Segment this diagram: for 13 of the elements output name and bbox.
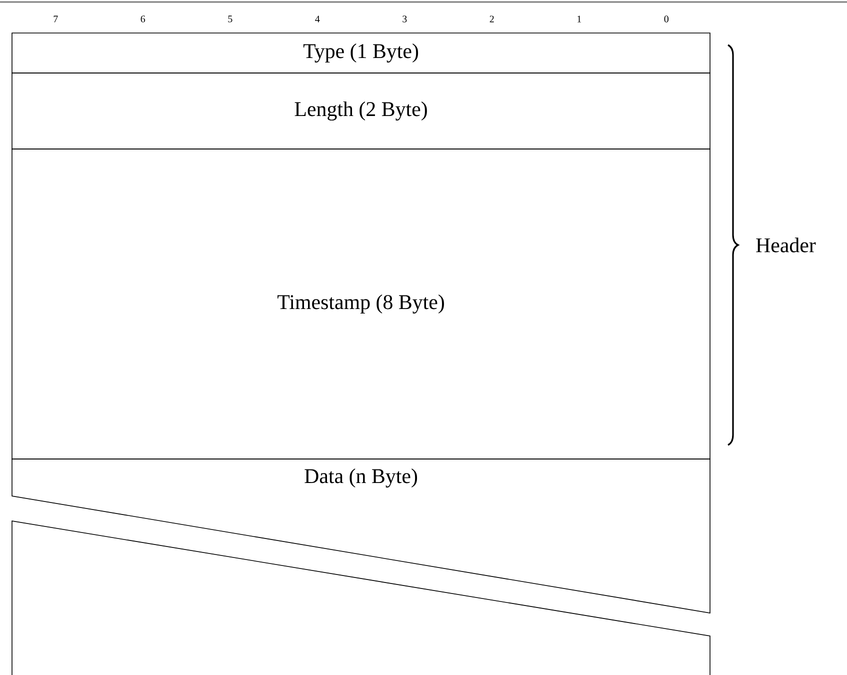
- brace-label: Header: [756, 238, 816, 252]
- bit-number: 6: [140, 16, 146, 22]
- field-box: Type (1 Byte): [12, 32, 710, 74]
- bit-number: 3: [402, 16, 407, 22]
- bit-number: 4: [315, 16, 320, 22]
- bit-number: 2: [490, 16, 494, 22]
- bit-number: 5: [228, 16, 232, 22]
- field-box: Timestamp (8 Byte): [12, 148, 710, 460]
- field-box: Length (2 Byte): [12, 72, 710, 150]
- broken-field-box: Data (n Byte): [12, 458, 710, 675]
- bit-number: 1: [578, 16, 582, 22]
- bit-number: 7: [54, 16, 58, 22]
- bit-number: 0: [664, 16, 668, 22]
